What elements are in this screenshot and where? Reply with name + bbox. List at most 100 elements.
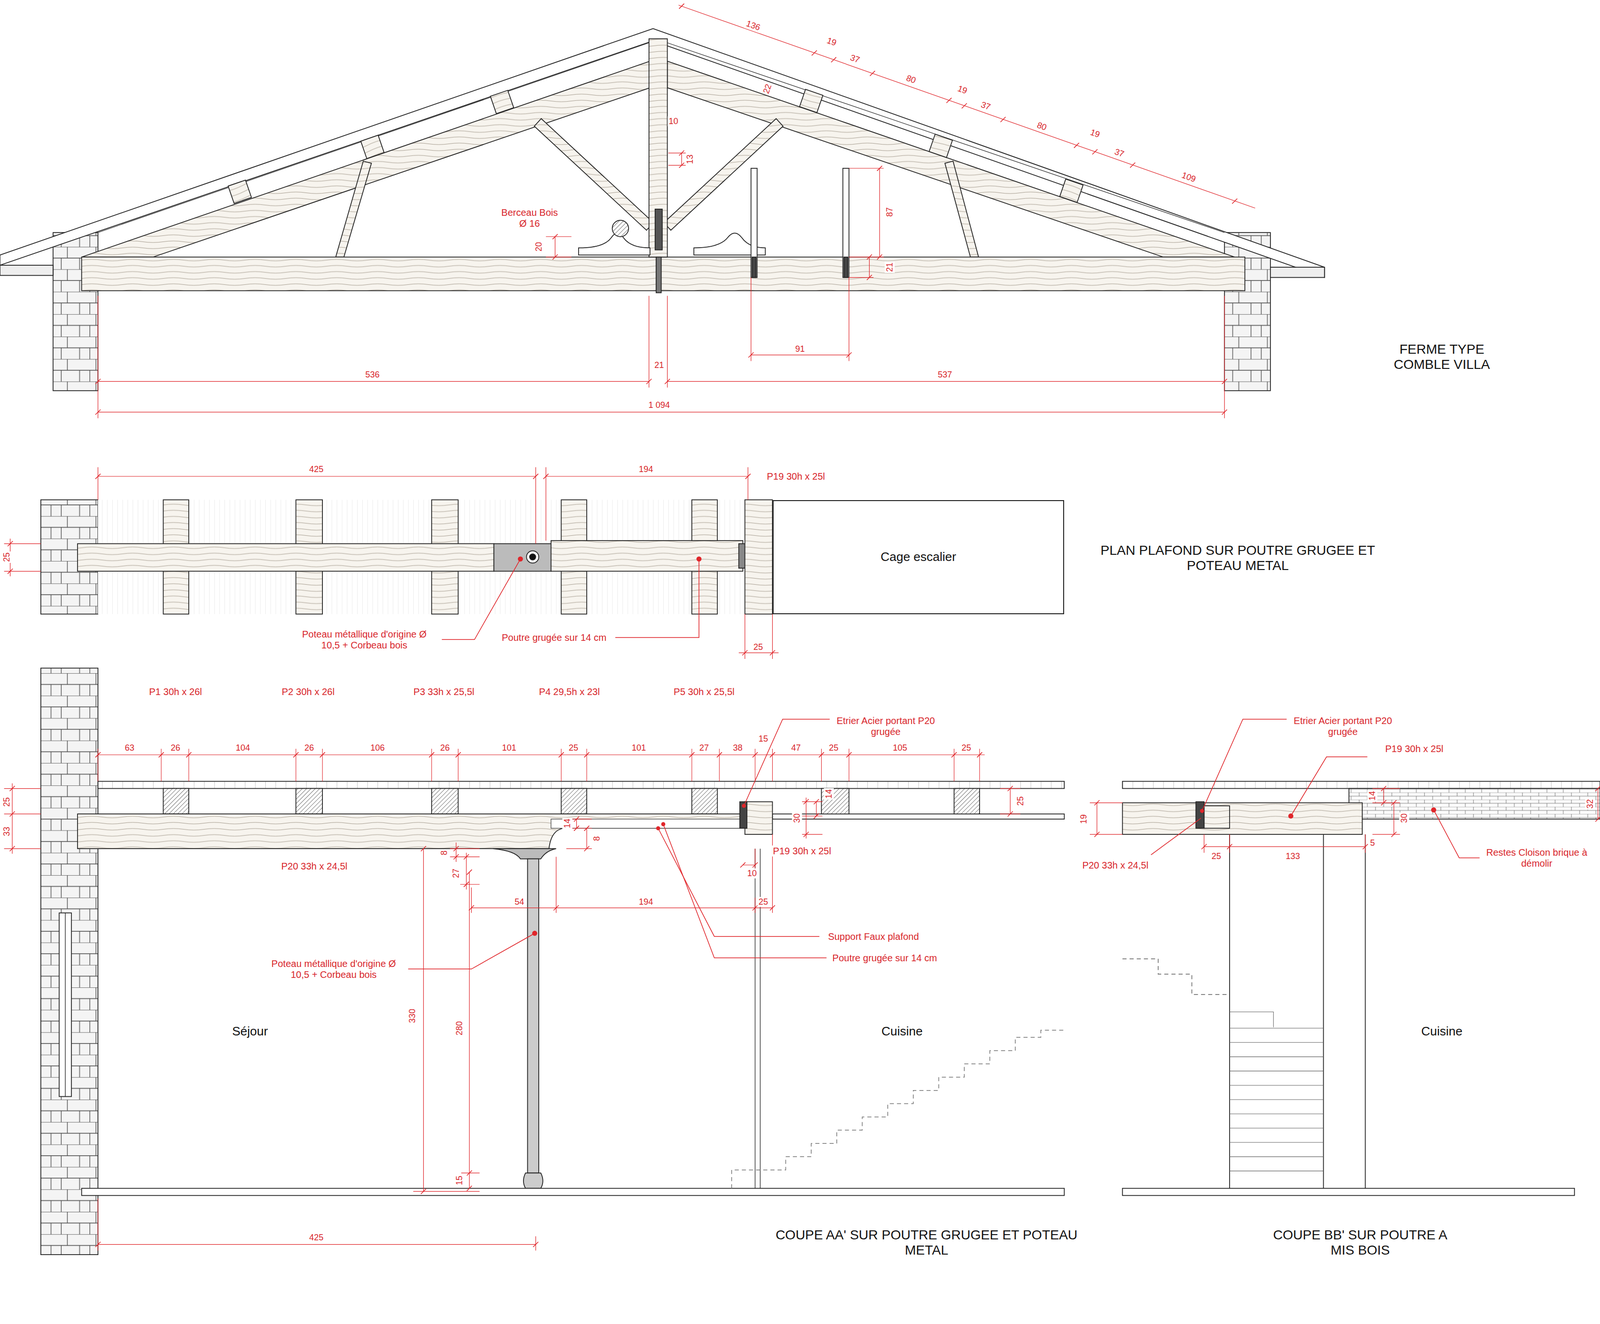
drawing-part <box>457 748 459 782</box>
drawing-part <box>533 474 539 480</box>
drawing-part <box>848 748 850 782</box>
dimension-value: 87 <box>884 206 895 218</box>
drawing-part <box>946 97 952 104</box>
dimension-value: 25 <box>1 796 12 808</box>
dimension-value: 26 <box>439 743 451 754</box>
drawing-part <box>803 799 809 805</box>
drawing-part <box>743 719 832 806</box>
dimension-value: 8 <box>591 835 602 843</box>
drawing-part <box>1074 142 1080 148</box>
drawing-part <box>40 668 1065 1255</box>
drawing-part <box>463 882 469 888</box>
drawing-part <box>1122 959 1230 995</box>
dimension-value: 19 <box>824 35 839 49</box>
drawing-part <box>466 1185 473 1192</box>
drawing-part <box>843 168 850 278</box>
drawing-part <box>4 467 779 660</box>
callout-label: P19 30h x 25l <box>1384 743 1445 755</box>
drawing-part <box>360 135 385 159</box>
drawing-part <box>9 811 15 817</box>
dimension-value: 101 <box>630 743 647 754</box>
drawing-part <box>821 788 850 815</box>
drawing-part <box>295 788 323 815</box>
drawing-part <box>463 854 469 860</box>
dimension-value: 37 <box>848 52 863 66</box>
drawing-part <box>163 788 189 815</box>
drawing-part <box>466 869 473 875</box>
callout-label: P19 30h x 25l <box>766 471 826 483</box>
drawing-part <box>739 801 747 829</box>
dimension-value: 101 <box>501 743 518 754</box>
drawing-part <box>953 748 955 782</box>
drawing-title: FERME TYPE COMBLE VILLA <box>1390 341 1494 373</box>
drawing-part <box>441 559 521 640</box>
drawing-part <box>1221 409 1228 415</box>
drawing-part <box>1000 116 1006 123</box>
drawing-part <box>97 748 98 782</box>
drawing-part <box>813 813 819 819</box>
drawing-part <box>843 257 849 278</box>
dimension-value: 25 <box>757 897 769 908</box>
drawing-part <box>745 801 773 835</box>
dimension-value: 106 <box>369 743 386 754</box>
drawing-part <box>407 559 1480 970</box>
drawing-part <box>731 1030 1065 1189</box>
drawing-part <box>769 650 776 656</box>
drawing-part <box>615 560 699 638</box>
callout-label: P19 30h x 25l <box>772 845 833 857</box>
drawing-part <box>866 254 873 260</box>
drawing-part <box>877 254 883 260</box>
drawing-part <box>811 50 817 56</box>
drawing-part <box>740 862 746 868</box>
drawing-part <box>526 551 539 564</box>
dimension-value: 30 <box>1399 812 1410 825</box>
dimension-value: 30 <box>792 812 803 825</box>
drawing-part <box>691 788 718 815</box>
drawing-part <box>527 859 540 1174</box>
callout-label: P3 33h x 25,5l <box>412 686 476 698</box>
drawing-part <box>1433 810 1480 859</box>
drawing-part <box>335 161 372 258</box>
drawing-part <box>1059 179 1084 203</box>
dimension-value: 25 <box>960 743 972 754</box>
drawing-part <box>750 168 757 278</box>
drawing-part <box>954 788 980 815</box>
drawing-part <box>322 748 323 782</box>
drawing-part <box>656 257 662 293</box>
drawing-part <box>466 1170 473 1176</box>
drawing-part <box>40 668 98 1255</box>
drawing-part <box>678 162 685 168</box>
drawing-part <box>578 232 650 255</box>
drawing-part <box>77 814 743 849</box>
dimension-value: 104 <box>234 743 252 754</box>
dimension-value: 19 <box>1078 813 1089 825</box>
drawing-part <box>1203 805 1230 829</box>
callout-label: P5 30h x 25,5l <box>672 686 736 698</box>
callout-label: Support Faux plafond <box>826 931 920 943</box>
callout-label: P20 33h x 24,5l <box>280 860 349 872</box>
drawing-part <box>1122 781 1600 1196</box>
drawing-part <box>1007 811 1013 817</box>
callout-label: Restes Cloison brique à démolir <box>1480 847 1593 870</box>
drawing-part <box>4 755 1021 1251</box>
drawing-part <box>551 540 743 572</box>
dimension-value: 21 <box>653 360 665 371</box>
drawing-title: PLAN PLAFOND SUR POUTRE GRUGEE ET POTEAU… <box>1089 543 1386 574</box>
dimension-value: 15 <box>757 733 769 744</box>
drawing-part <box>1007 785 1013 792</box>
drawing-part <box>1200 808 1205 814</box>
drawing-part <box>741 804 747 809</box>
dimension-value: 27 <box>698 743 710 754</box>
dimension-value: 425 <box>308 1232 325 1243</box>
drawing-part <box>1151 818 1202 855</box>
drawing-part <box>1431 807 1437 813</box>
drawing-part <box>586 748 587 782</box>
room-box: Cage escalier <box>772 500 1065 615</box>
drawing-part <box>1122 781 1600 789</box>
drawing-part <box>453 854 459 860</box>
room-name: Séjour <box>231 1024 269 1039</box>
drawing-part <box>831 57 837 63</box>
room-name: Cuisine <box>880 1024 924 1039</box>
